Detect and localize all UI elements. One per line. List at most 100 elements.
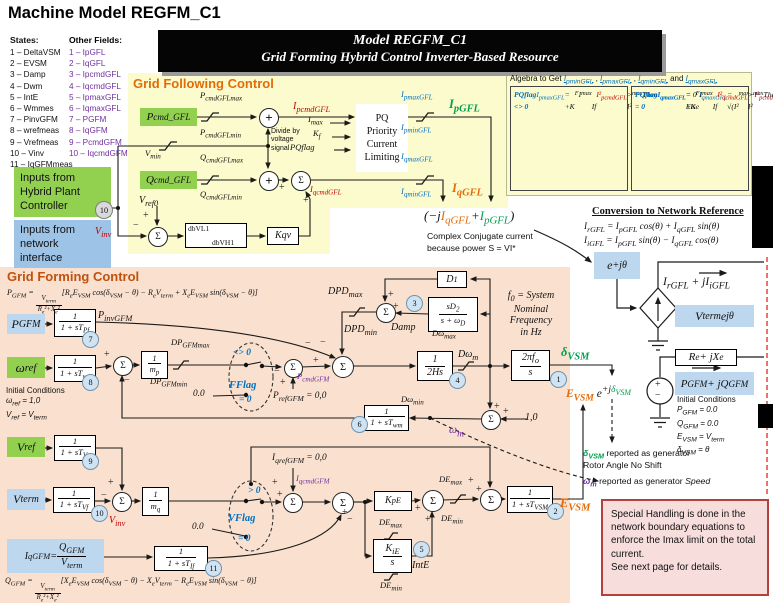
state-list-item: 7 – PinvGFM [10, 115, 58, 125]
state-list-item: 8 – wrefmeas [10, 126, 60, 136]
fflag-zero-label: 0.0 [193, 389, 205, 399]
state-2-circle: 2 [547, 503, 564, 520]
de-max-kie-label: DEmax [379, 517, 403, 530]
p-cmd-max-label: PcmdGFLmax [200, 90, 243, 103]
sum-qcmd-gfl: Σ [291, 171, 311, 191]
one-comma-zero: 1,0 [525, 412, 538, 423]
state-7-circle: 7 [82, 331, 99, 348]
sign-s12-plus: + [342, 507, 348, 518]
iqcmdgfm-label: IqcmdGFM [296, 473, 330, 486]
other-field-list-item: 8 – IqGFM [69, 126, 108, 136]
banner-line1: Model REGFM_C1 [353, 33, 467, 48]
gfl-title: Grid Following Control [133, 76, 274, 91]
state-11-circle: 11 [205, 560, 222, 577]
damp-label: Damp [391, 322, 416, 333]
sum-evsm: Σ [480, 489, 502, 511]
i-pgfl-label: IpGFL [449, 97, 480, 115]
delta-report: δVSM reported as generator [583, 448, 690, 461]
conj-note1: Complex Conjugate current [427, 231, 533, 241]
conv-title: Conversion to Network Reference [592, 206, 744, 217]
banner-line2: Grid Forming Hybrid Control Inverter-Bas… [261, 49, 559, 64]
state-list-item: 1 – DeltaVSM [10, 48, 61, 57]
state-9-circle: 9 [82, 453, 99, 470]
p-cmd-min-label: PcmdGFLmin [200, 127, 241, 140]
other-field-list-item: 4 – IqcmdGFL [69, 81, 121, 91]
sign-s5-plus: + [104, 349, 110, 360]
sign-s13-plus2: + [425, 514, 431, 525]
sign-s11-plus2: + [277, 489, 283, 500]
kqv-box: Kqv [267, 227, 299, 245]
imax-label: Imax [308, 114, 323, 127]
deadband-box [185, 223, 247, 248]
sum-wref: Σ [113, 356, 133, 376]
sum-vref0: Σ [148, 227, 168, 247]
conj-label: (−jIqGFL+IpGFL) [424, 208, 515, 227]
v-min-label: Vmin [145, 148, 161, 161]
other-field-list-item: 6 – IqmaxGFL [69, 104, 121, 114]
pqflag-label: PQflag [290, 142, 315, 152]
src-minus: − [655, 390, 661, 401]
other-field-list-item: 5 – IpmaxGFL [69, 92, 121, 102]
state-list-item: 2 – EVSM [10, 59, 47, 69]
vflag-name-label: VFlag [228, 513, 256, 524]
sign-s10-minus: − [101, 490, 107, 501]
sign-s4-minus: − [133, 220, 139, 231]
limiter-glyphs [159, 112, 474, 581]
q-cmd-max-label: QcmdGFLmax [200, 152, 244, 165]
vflag-gt-label: > 0 [248, 486, 261, 496]
i-qmaxgfl-label: IqmaxGFL [401, 151, 433, 164]
sign-s6-minus: − [274, 366, 280, 377]
dashed-wires [429, 399, 615, 483]
sum-iqerr: Σ [332, 492, 354, 514]
dpd-min-label: DPDmin [344, 324, 378, 337]
gfm-wires [45, 276, 615, 560]
dp-min-label: DPGFMmin [150, 376, 188, 389]
sign-s6-plus: + [280, 377, 286, 388]
sign-kqv-plus: + [303, 195, 309, 206]
omega-report: ωm reported as generator Speed [583, 476, 711, 489]
de-min-kie-label: DEmin [380, 580, 402, 593]
fflag-ne-label: <> 0 [233, 348, 251, 358]
states-header: States: [10, 35, 39, 45]
algebra-panel [506, 72, 752, 196]
dpd-max-label: DPDmax [328, 286, 363, 299]
de-min-out-label: DEmin [441, 513, 463, 526]
conv-eq1: IrGFL = IpGFL cos(θ) + IqGFL sin(θ) [584, 222, 720, 234]
i-pmingfl-label: IpminGFL [401, 122, 432, 135]
vflag-zero-label: 0.0 [192, 522, 204, 532]
v-inv-gfm-label: Vinv [109, 515, 126, 528]
state-list-item: 10 – Vinv [10, 148, 44, 158]
v-ref0-label: Vref0 [139, 195, 159, 208]
sign-s7-plus: + [313, 355, 319, 366]
sum-pi: Σ [422, 490, 444, 512]
dbvl1-label: dbVL1 [188, 224, 210, 233]
p-cmdgfm-label: PcmdGFM [297, 371, 330, 384]
rotor-report: Rotor Angle No Shift [583, 460, 662, 470]
state-3-circle: 3 [406, 295, 423, 312]
sign-s7-minus2: − [320, 337, 326, 348]
sign-s7-minus1: − [305, 338, 311, 349]
sign-s14-plus1: + [468, 475, 474, 486]
p-invgfm-label: PinvGFM [98, 310, 133, 323]
